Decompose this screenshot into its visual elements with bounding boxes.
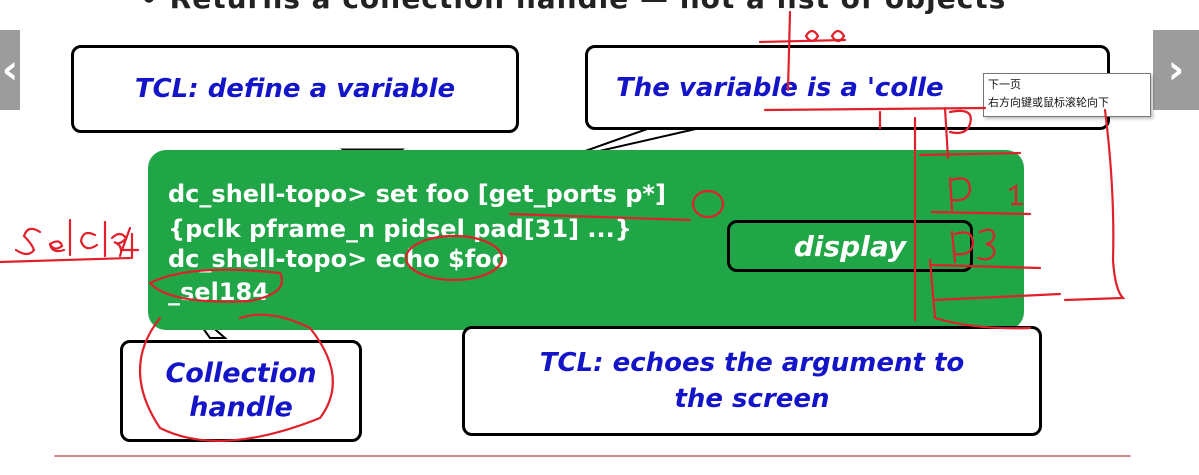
callout-collection-handle: Collection handle	[120, 340, 362, 442]
tooltip-line1: 下一页	[988, 78, 1021, 91]
callout-display-text: display	[793, 229, 907, 263]
collection-handle-line2: handle	[189, 392, 293, 423]
prev-slide-button[interactable]: ‹	[0, 30, 20, 110]
terminal-line-3: dc_shell-topo> echo $foo	[168, 245, 509, 273]
callout-define-variable: TCL: define a variable	[71, 45, 519, 133]
terminal-line-2: {pclk pframe_n pidsel pad[31] ...}	[168, 215, 632, 243]
callout-display: display	[727, 220, 973, 272]
callout-define-variable-text: TCL: define a variable	[134, 74, 456, 104]
callout-echoes-argument: TCL: echoes the argument to the screen	[462, 326, 1042, 436]
callout-variable-collection-text: The variable is a 'colle	[616, 72, 944, 103]
terminal-line-1: dc_shell-topo> set foo [get_ports p*]	[168, 180, 666, 208]
next-page-tooltip: 下一页 右方向键或鼠标滚轮向下	[983, 73, 1151, 117]
tooltip-line2: 右方向键或鼠标滚轮向下	[988, 96, 1109, 109]
echoes-line2: the screen	[674, 384, 830, 414]
next-slide-button[interactable]: ›	[1153, 30, 1199, 110]
slide-top-text: • Returns a collection handle — not a li…	[140, 0, 1006, 15]
collection-handle-line1: Collection	[165, 358, 317, 389]
echoes-line1: TCL: echoes the argument to	[539, 348, 965, 378]
terminal-panel: dc_shell-topo> set foo [get_ports p*] {p…	[148, 150, 1024, 330]
